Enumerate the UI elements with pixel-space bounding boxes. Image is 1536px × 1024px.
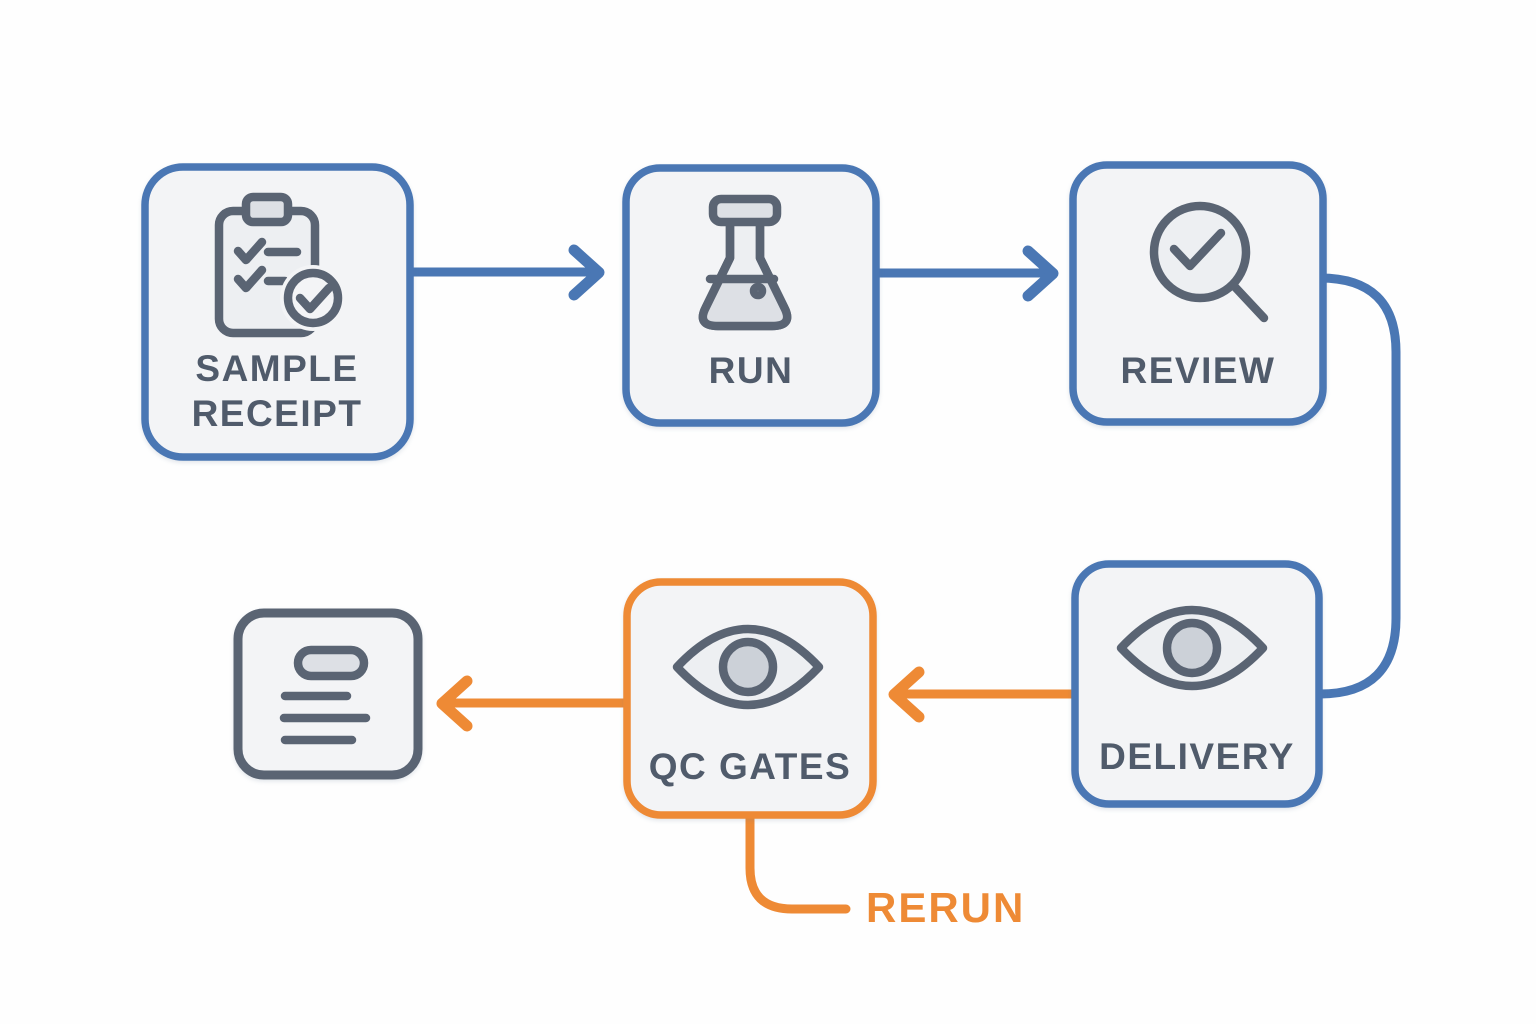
elbow-connector xyxy=(745,810,851,914)
node-qc-gates: QC GATES xyxy=(623,578,877,819)
node-label-line1: SAMPLE xyxy=(195,348,358,389)
node-sample-receipt: SAMPLE RECEIPT xyxy=(141,163,414,461)
node-review: REVIEW xyxy=(1069,161,1327,426)
edge-review-to-delivery xyxy=(1315,273,1401,699)
eye-icon xyxy=(672,624,824,710)
node-label: DELIVERY xyxy=(1099,736,1295,777)
edge-qc-gates-to-rerun: RERUN xyxy=(745,810,1025,931)
edge-sample-receipt-to-run xyxy=(407,244,605,301)
document-lines-icon xyxy=(279,645,371,745)
node-delivery: DELIVERY xyxy=(1071,560,1323,808)
node-label: QC GATES xyxy=(649,746,852,787)
edge-run-to-review xyxy=(871,245,1059,302)
arrow-head-icon xyxy=(436,675,473,732)
node-report xyxy=(233,608,423,780)
node-label: RUN xyxy=(709,350,794,391)
magnifier-check-icon xyxy=(1149,201,1269,323)
flask-icon xyxy=(698,194,792,331)
arrow-head-icon xyxy=(1022,245,1059,302)
clipboard-check-icon xyxy=(214,192,346,338)
edge-qc-gates-to-report xyxy=(436,675,630,732)
curved-connector xyxy=(1315,273,1401,699)
node-run: RUN xyxy=(622,164,880,427)
node-label-line2: RECEIPT xyxy=(192,393,363,434)
eye-icon xyxy=(1116,605,1268,691)
edge-delivery-to-qc-gates xyxy=(888,666,1078,723)
arrow-head-icon xyxy=(888,666,925,723)
rerun-label: RERUN xyxy=(866,884,1025,931)
node-label: REVIEW xyxy=(1121,350,1276,391)
arrow-head-icon xyxy=(568,244,605,301)
